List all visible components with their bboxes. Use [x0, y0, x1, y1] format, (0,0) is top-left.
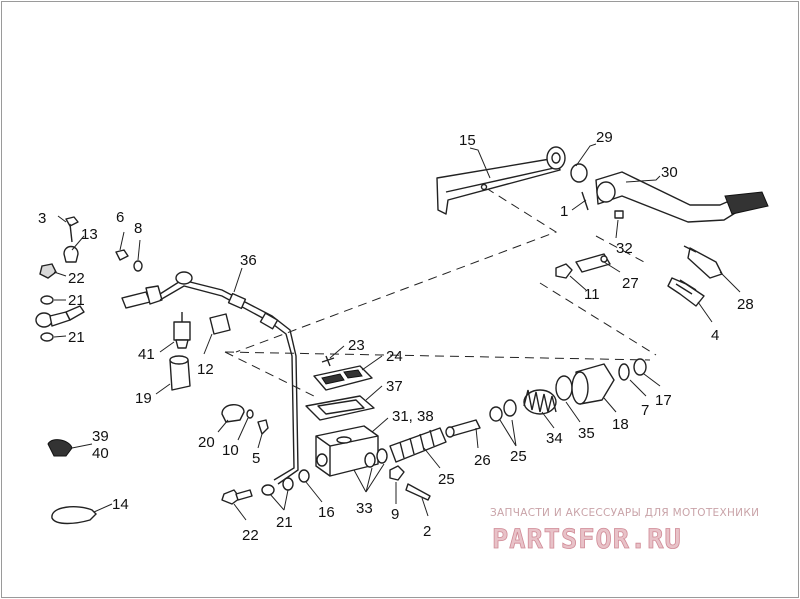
callout-24: 24 [386, 348, 403, 365]
callout-10: 10 [222, 442, 239, 459]
banjo-bolt-20 [221, 404, 245, 423]
hose-clamp [47, 439, 73, 457]
callout-37: 37 [386, 378, 403, 395]
callout-22-lower: 22 [242, 527, 259, 544]
jam-nut [555, 263, 573, 279]
callout-21-lower: 21 [68, 329, 85, 346]
callout-17: 17 [655, 392, 672, 409]
callout-13: 13 [81, 226, 98, 243]
callout-1: 1 [560, 203, 568, 220]
screw-5 [257, 419, 269, 435]
switch-boot [169, 355, 191, 391]
callout-5: 5 [252, 450, 260, 467]
retaining-washer [618, 363, 630, 381]
callout-11: 11 [584, 286, 600, 303]
pushrod-piston [445, 399, 517, 438]
pedal-screw [614, 210, 624, 219]
brake-line [159, 271, 299, 485]
callout-40: 40 [92, 445, 109, 462]
callout-29: 29 [596, 129, 613, 146]
pivot-bushing [546, 146, 566, 170]
watermark-tagline: ЗАПЧАСТИ И АКСЕССУАРЫ ДЛЯ МОТОТЕХНИКИ [490, 507, 759, 519]
callout-21-upper: 21 [68, 292, 85, 309]
cover-gasket [305, 395, 375, 421]
callout-15: 15 [459, 132, 476, 149]
callout-23: 23 [348, 337, 365, 354]
callout-7: 7 [641, 402, 649, 419]
callout-20: 20 [198, 434, 215, 451]
callout-2: 2 [423, 523, 431, 540]
leader-lines [53, 143, 741, 521]
line-clip [63, 245, 79, 263]
brake-hose-end [121, 285, 163, 309]
callout-26: 26 [474, 452, 491, 469]
clevis-pin [683, 245, 723, 279]
callout-25-upper: 25 [510, 448, 527, 465]
callout-6: 6 [116, 209, 124, 226]
pivot-spacer [570, 163, 588, 183]
callout-16: 16 [318, 504, 335, 521]
callout-3: 3 [38, 210, 46, 227]
callout-41: 41 [138, 346, 155, 363]
master-cylinder [315, 425, 379, 477]
piston-spring [523, 389, 557, 415]
cylinder-o-rings [364, 448, 388, 468]
hex-screw-left [39, 263, 57, 279]
callout-36: 36 [240, 252, 257, 269]
assembly-guide-lines [224, 187, 657, 399]
callout-28: 28 [737, 296, 754, 313]
callout-25-lower: 25 [438, 471, 455, 488]
callout-12: 12 [197, 361, 214, 378]
spacer-16 [298, 469, 310, 483]
callout-33: 33 [356, 500, 373, 517]
callout-39: 39 [92, 428, 109, 445]
cable-strap [51, 506, 97, 525]
callout-32: 32 [616, 240, 633, 257]
banjo-fitting [35, 305, 85, 328]
line-bracket [209, 313, 231, 335]
reservoir-cover [313, 365, 373, 391]
brake-light-switch [173, 312, 191, 349]
callout-21-bottom: 21 [276, 514, 293, 531]
retaining-ring [633, 358, 647, 376]
callout-31-38: 31, 38 [392, 408, 434, 425]
washer-lower [40, 332, 54, 342]
callout-14: 14 [112, 496, 129, 513]
screw-6 [115, 249, 129, 261]
pushrod-bolt [667, 277, 705, 307]
callout-18: 18 [612, 416, 629, 433]
bolt-small [65, 216, 79, 243]
primary-cup [571, 363, 615, 405]
washer-upper [40, 295, 54, 305]
mounting-bolt [221, 489, 253, 505]
callout-19: 19 [135, 390, 152, 407]
washer-10 [246, 409, 254, 419]
brake-pedal-arm [595, 171, 769, 223]
watermark-brand: PARTSFOR.RU [492, 524, 682, 555]
callout-8: 8 [134, 220, 142, 237]
callout-34: 34 [546, 430, 563, 447]
washer-8 [133, 260, 143, 272]
callout-4: 4 [711, 327, 719, 344]
pushrod-boot [389, 427, 447, 463]
callout-30: 30 [661, 164, 678, 181]
bolt-2 [405, 483, 431, 501]
callout-22-upper: 22 [68, 270, 85, 287]
callout-labels: 15 29 30 1 32 27 11 28 4 3 13 6 8 22 21 … [38, 129, 754, 544]
callout-27: 27 [622, 275, 639, 292]
cover-screw [321, 355, 335, 367]
callout-35: 35 [578, 425, 595, 442]
watermark: ЗАПЧАСТИ И АКСЕССУАРЫ ДЛЯ МОТОТЕХНИКИ PA… [490, 507, 759, 555]
callout-9: 9 [391, 506, 399, 523]
nut-9 [389, 465, 405, 481]
piston-seal [555, 375, 573, 401]
